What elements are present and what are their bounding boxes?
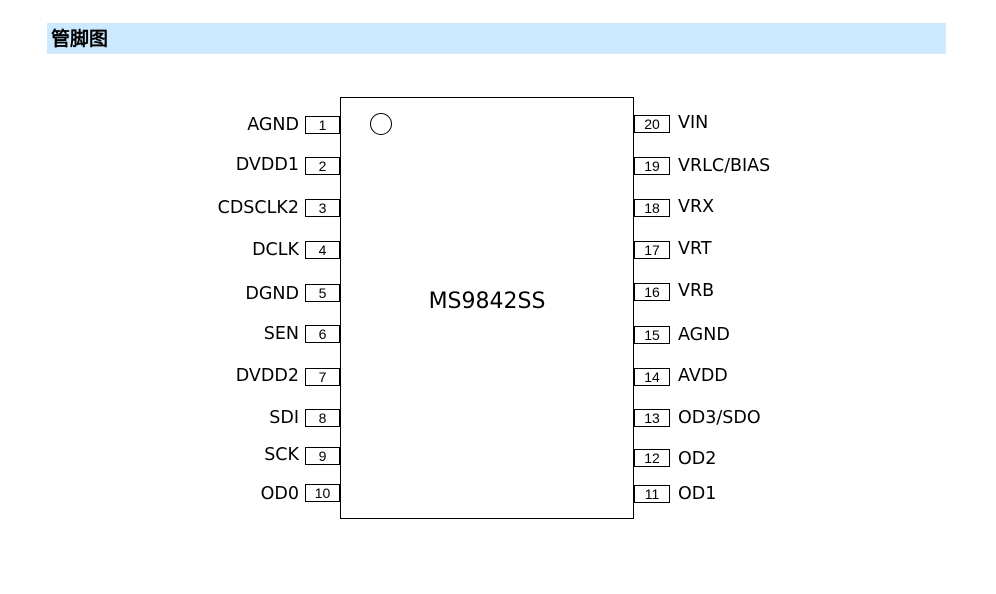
pin-number: 1 xyxy=(305,116,340,134)
pin-number: 9 xyxy=(305,447,340,465)
pin-label: AVDD xyxy=(678,366,728,386)
pin-number: 11 xyxy=(634,485,670,503)
pin-number: 2 xyxy=(305,157,340,175)
pin-label: VRX xyxy=(678,197,715,217)
pin-label: VIN xyxy=(678,113,709,133)
chip-body: MS9842SS xyxy=(340,97,634,519)
pin-label: OD2 xyxy=(678,449,717,469)
pin-label: VRB xyxy=(678,281,715,301)
pin-label: OD1 xyxy=(678,484,717,504)
pin-number: 17 xyxy=(634,241,670,259)
pin-number: 20 xyxy=(634,115,670,133)
pin-label: AGND xyxy=(678,325,730,345)
pin-number: 12 xyxy=(634,449,670,467)
pin-number: 16 xyxy=(634,283,670,301)
pin-number: 5 xyxy=(305,284,340,302)
pin-label: CDSCLK2 xyxy=(217,198,299,218)
pin-number: 7 xyxy=(305,368,340,386)
chip-name: MS9842SS xyxy=(428,289,546,314)
pin-number: 15 xyxy=(634,326,670,344)
pin-number: 10 xyxy=(305,484,340,502)
pin-number: 4 xyxy=(305,241,340,259)
pin-label: DVDD1 xyxy=(235,155,299,175)
section-title: 管脚图 xyxy=(51,28,109,50)
pin-label: VRLC/BIAS xyxy=(678,156,771,176)
pin-label: DGND xyxy=(245,284,299,304)
pin-label: DVDD2 xyxy=(235,366,299,386)
pin-label: SCK xyxy=(264,445,299,465)
pin-number: 13 xyxy=(634,409,670,427)
pin-label: OD3/SDO xyxy=(678,408,761,428)
pin-number: 14 xyxy=(634,368,670,386)
pin-label: DCLK xyxy=(252,240,299,260)
pin-number: 6 xyxy=(305,325,340,343)
pin-label: VRT xyxy=(678,239,712,259)
pin-number: 19 xyxy=(634,157,670,175)
pin-label: SDI xyxy=(269,408,299,428)
pin-number: 3 xyxy=(305,199,340,217)
pin-number: 8 xyxy=(305,409,340,427)
pin-label: SEN xyxy=(263,324,299,344)
pin-number: 18 xyxy=(634,199,670,217)
pin-label: AGND xyxy=(247,115,299,135)
section-header: 管脚图 xyxy=(47,23,946,54)
pin1-indicator-icon xyxy=(370,113,392,135)
pin-label: OD0 xyxy=(260,484,299,504)
